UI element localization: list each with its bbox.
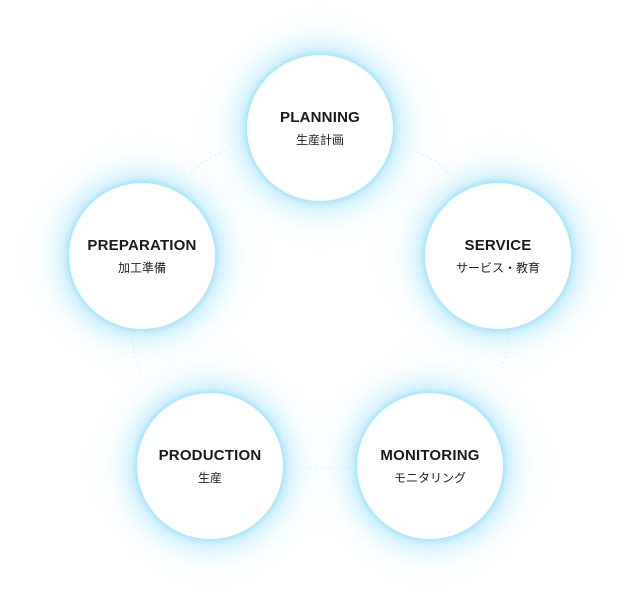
node-service-subtitle: サービス・教育 — [455, 260, 540, 275]
connector-production-preparation — [131, 331, 141, 373]
node-production-subtitle: 生産 — [197, 470, 222, 485]
node-monitoring[interactable]: MONITORING モニタリング — [357, 393, 503, 539]
node-preparation-title: PREPARATION — [87, 236, 197, 254]
connector-preparation-planning — [187, 149, 229, 179]
node-preparation-subtitle: 加工準備 — [117, 260, 166, 275]
connector-service-monitoring — [499, 331, 509, 373]
node-planning[interactable]: PLANNING 生産計画 — [247, 55, 393, 201]
connector-planning-service — [411, 149, 453, 179]
node-planning-subtitle: 生産計画 — [295, 132, 344, 147]
node-service-title: SERVICE — [464, 236, 532, 254]
node-monitoring-title: MONITORING — [380, 446, 480, 464]
node-planning-title: PLANNING — [280, 108, 360, 126]
node-production[interactable]: PRODUCTION 生産 — [137, 393, 283, 539]
node-production-title: PRODUCTION — [158, 446, 262, 464]
node-preparation[interactable]: PREPARATION 加工準備 — [69, 183, 215, 329]
node-service[interactable]: SERVICE サービス・教育 — [425, 183, 571, 329]
node-monitoring-subtitle: モニタリング — [393, 470, 466, 485]
